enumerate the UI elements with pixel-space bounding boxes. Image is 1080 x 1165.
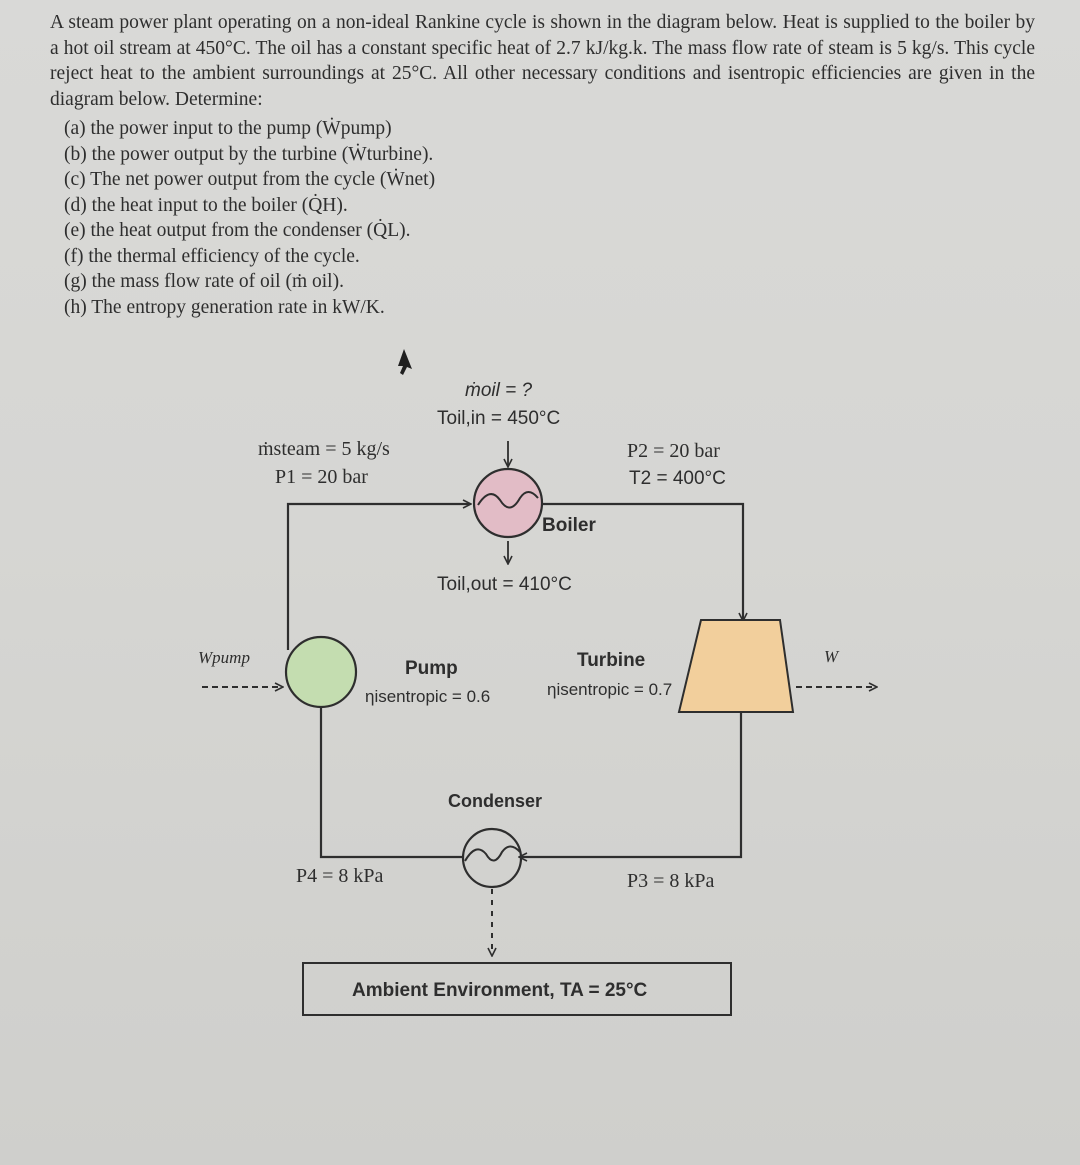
question-g: (g) the mass flow rate of oil (ṁ oil). xyxy=(64,271,344,292)
cycle-piping xyxy=(286,502,743,859)
boiler-heat-exchanger xyxy=(472,467,544,539)
pump-efficiency-label: ηisentropic = 0.6 xyxy=(365,687,490,706)
turbine-efficiency-label: ηisentropic = 0.7 xyxy=(547,680,672,699)
t2-label: T2 = 400°C xyxy=(629,468,726,489)
question-e: (e) the heat output from the condenser (… xyxy=(64,220,411,241)
problem-statement: A steam power plant operating on a non-i… xyxy=(50,10,1035,320)
p4-label: P4 = 8 kPa xyxy=(296,865,384,887)
turbine-icon xyxy=(677,619,795,713)
pump-work-label: Wpump xyxy=(198,648,250,667)
pipe-boiler-to-turbine xyxy=(540,502,743,620)
question-a: (a) the power input to the pump (Ẇpump) xyxy=(64,118,392,139)
steam-mass-flow-label: ṁsteam = 5 kg/s xyxy=(258,438,390,460)
turbine-label: Turbine xyxy=(577,650,645,671)
question-h: (h) The entropy generation rate in kW/K. xyxy=(64,296,385,318)
question-d: (d) the heat input to the boiler (Q̇H). xyxy=(64,194,348,216)
pipe-condenser-to-pump xyxy=(321,688,463,859)
boiler-label: Boiler xyxy=(542,515,596,536)
pump-icon xyxy=(284,635,358,709)
question-list: (a) the power input to the pump (Ẇpump) … xyxy=(64,116,1035,320)
question-b: (b) the power output by the turbine (Ẇtu… xyxy=(64,143,434,165)
p1-label: P1 = 20 bar xyxy=(275,466,368,488)
p2-label: P2 = 20 bar xyxy=(627,440,720,462)
p3-label: P3 = 8 kPa xyxy=(627,870,715,892)
oil-inlet-temp-label: Toil,in = 450°C xyxy=(437,408,560,429)
ambient-box xyxy=(302,962,732,1016)
cursor-icon xyxy=(398,349,412,375)
pipe-pump-to-boiler xyxy=(286,504,470,650)
oil-outlet-temp-label: Toil,out = 410°C xyxy=(437,574,572,595)
turbine-work-label: W xyxy=(824,647,840,666)
problem-intro: A steam power plant operating on a non-i… xyxy=(50,12,1035,110)
oil-mass-flow-label: ṁoil = ? xyxy=(465,380,532,401)
question-f: (f) the thermal efficiency of the cycle. xyxy=(64,245,360,267)
condenser-heat-exchanger xyxy=(461,827,523,889)
condenser-label: Condenser xyxy=(448,791,542,811)
ambient-label: Ambient Environment, TA = 25°C xyxy=(352,980,648,1001)
question-c: (c) The net power output from the cycle … xyxy=(64,169,436,190)
pipe-turbine-to-condenser xyxy=(520,712,743,857)
pump-label: Pump xyxy=(405,658,458,679)
